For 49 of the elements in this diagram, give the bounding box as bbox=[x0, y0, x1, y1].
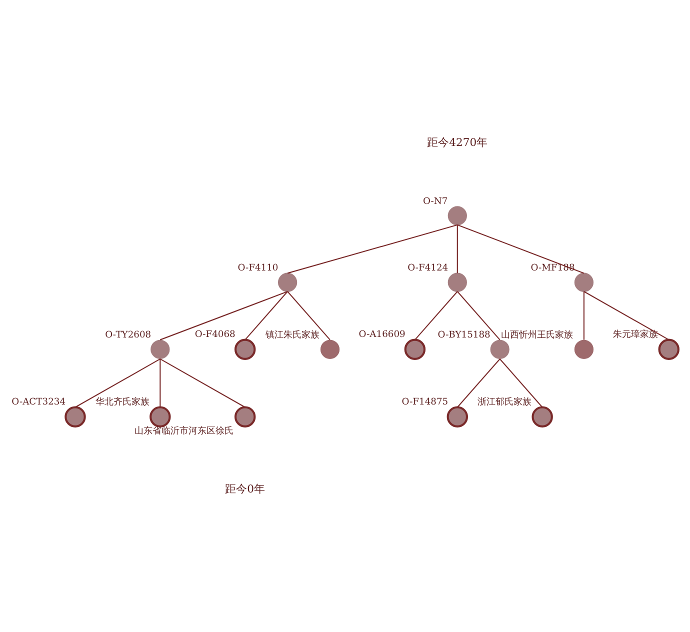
connector bbox=[457, 358, 500, 408]
node-circle bbox=[490, 339, 510, 358]
node-circle bbox=[278, 272, 298, 292]
node-label: 朱元璋家族 bbox=[613, 330, 658, 340]
node-circle bbox=[658, 338, 680, 360]
node-label: 山西忻州王氏家族 bbox=[500, 330, 573, 340]
node-label: O-F4068 bbox=[194, 330, 236, 340]
node-circle bbox=[150, 339, 170, 358]
connector bbox=[584, 290, 670, 340]
node-label: 镇江朱氏家族 bbox=[266, 330, 320, 340]
node-label: 华北齐氏家族 bbox=[95, 397, 150, 408]
node-label: 浙江郁氏家族 bbox=[477, 397, 532, 408]
node-circle bbox=[64, 406, 86, 427]
node-circle bbox=[532, 406, 553, 427]
node-circle bbox=[234, 406, 256, 427]
node-circle bbox=[448, 272, 467, 292]
connector bbox=[457, 290, 500, 340]
label: 距今0年 bbox=[225, 482, 266, 496]
node-circle bbox=[320, 339, 340, 358]
connector bbox=[457, 224, 584, 274]
node-label: O-MF188 bbox=[530, 263, 575, 274]
connector bbox=[244, 290, 288, 340]
connector bbox=[287, 290, 330, 340]
node-label: O-F4124 bbox=[408, 263, 448, 274]
node-circle bbox=[404, 338, 426, 360]
node-label: O-N7 bbox=[422, 196, 448, 206]
node-circle bbox=[574, 272, 594, 292]
node-circle bbox=[448, 206, 467, 225]
node-circle bbox=[150, 406, 171, 427]
connector bbox=[583, 291, 584, 340]
connector bbox=[160, 290, 288, 340]
label: 距今4270年 bbox=[427, 136, 488, 149]
node-label: O-F4110 bbox=[238, 263, 278, 274]
connector bbox=[287, 224, 458, 274]
node-circle bbox=[234, 338, 256, 360]
connector bbox=[160, 358, 246, 408]
node-label: O-BY15188 bbox=[438, 330, 490, 340]
node-label: O-ACT3234 bbox=[12, 397, 66, 408]
node-label: O-F14875 bbox=[402, 397, 448, 408]
node-circle bbox=[574, 339, 594, 358]
connector bbox=[499, 358, 543, 408]
connector bbox=[456, 224, 458, 273]
node-label: O-TY2608 bbox=[105, 330, 152, 340]
node-circle bbox=[446, 406, 468, 427]
node-label: 山东省临沂市河东区徐氏 bbox=[134, 426, 234, 436]
connector bbox=[160, 358, 161, 407]
node-label: O-A16609 bbox=[358, 330, 406, 340]
connector bbox=[74, 358, 160, 408]
connector bbox=[414, 290, 458, 340]
